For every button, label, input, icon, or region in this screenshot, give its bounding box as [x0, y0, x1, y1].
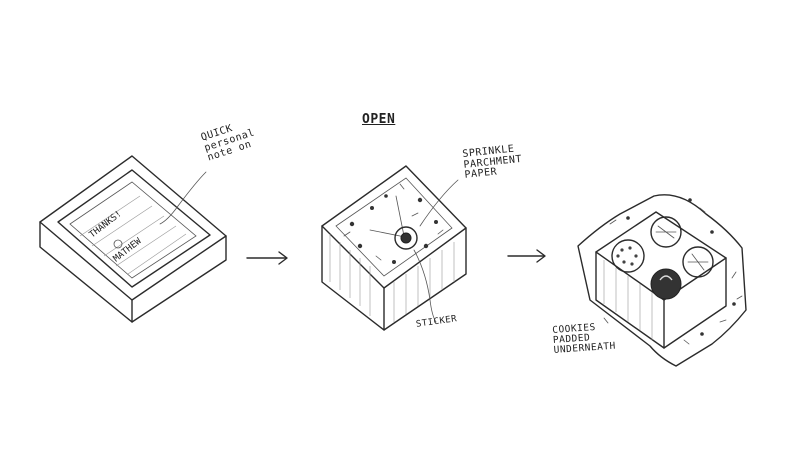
open-title: OPEN — [362, 113, 395, 127]
cookies-callout: COOKIES PADDED UNDERNEATH — [552, 322, 616, 356]
sprinkle-callout: SPRINKLE PARCHMENT PAPER — [462, 144, 524, 181]
box-with-parchment-drawing — [322, 166, 466, 330]
arrow-2 — [508, 250, 545, 262]
tray-with-note-drawing: THANKS! MATHEW — [40, 156, 226, 322]
arrow-1 — [247, 252, 287, 264]
card-thanks: THANKS! — [88, 209, 124, 240]
